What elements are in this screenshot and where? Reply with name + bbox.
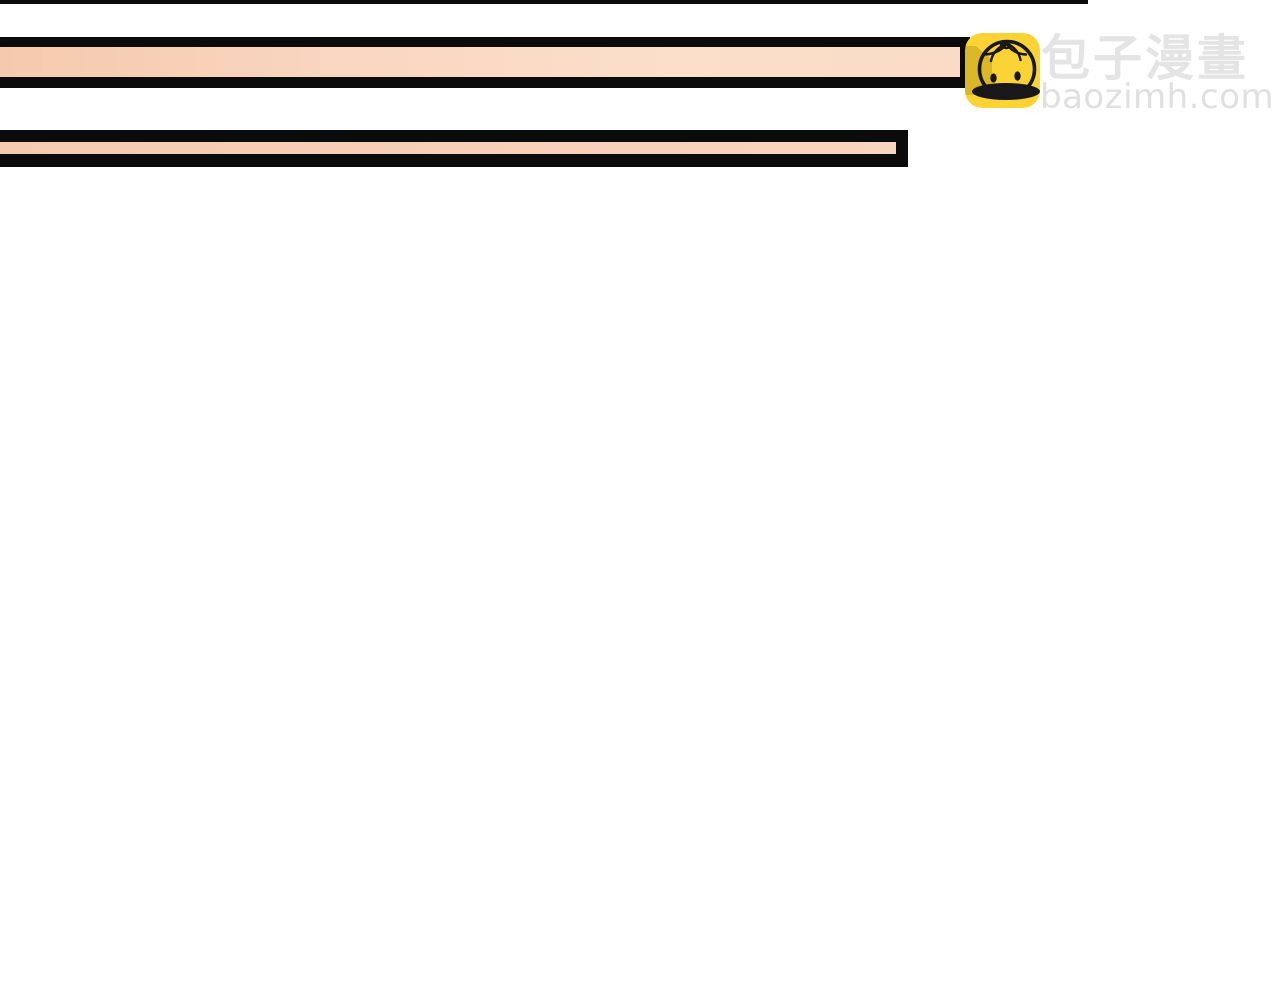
stripe-bar-upper: [0, 37, 970, 88]
baozi-bun-icon: [965, 33, 1040, 108]
bun-right-eye: [1014, 71, 1021, 81]
site-domain: baozimh.com: [1040, 77, 1275, 117]
stripe-bar-upper-peach-fill: [0, 47, 960, 77]
stripe-bar-lower-peach-fill: [0, 142, 896, 154]
bun-pleats: [984, 41, 1028, 63]
stripe-top-line: [0, 0, 1088, 4]
site-name: 包子漫畫: [1041, 30, 1250, 87]
bun-shadow: [972, 83, 1040, 100]
bun-outline: [977, 39, 1037, 99]
bun-left-eye: [990, 73, 997, 83]
bun-mouth: [1002, 84, 1009, 88]
stripe-bar-lower: [0, 130, 908, 167]
